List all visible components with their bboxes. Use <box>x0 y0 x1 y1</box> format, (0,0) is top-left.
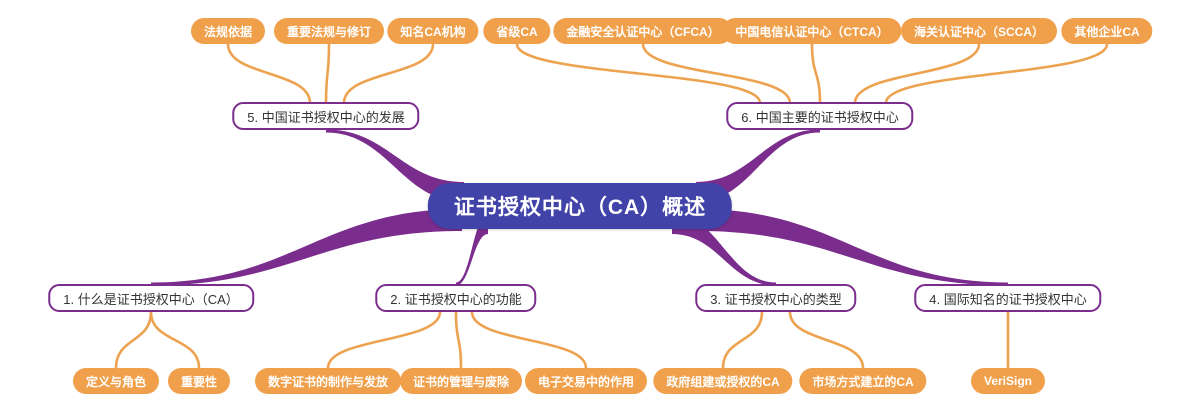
leaf-node-zhiming-ca[interactable]: 知名CA机构 <box>387 18 479 44</box>
root-node-label: 证书授权中心（CA）概述 <box>453 196 707 219</box>
branch-node-2[interactable]: 2. 证书授权中心的功能 <box>375 284 537 312</box>
leaf-label: 其他企业CA <box>1074 24 1140 39</box>
leaf-node-qita-qiye-ca[interactable]: 其他企业CA <box>1061 18 1153 44</box>
leaf-edge-dingyi-yu-juese <box>114 310 153 370</box>
leaf-edge-cfca <box>641 42 792 105</box>
leaf-node-scca[interactable]: 海关认证中心（SCCA） <box>900 18 1058 44</box>
main-edge-to-branch-2 <box>456 214 488 286</box>
branch-node-1-label: 1. 什么是证书授权中心（CA） <box>63 291 239 307</box>
leaf-node-zhongyao-fagui[interactable]: 重要法规与修订 <box>273 18 385 44</box>
leaf-edge-fagui-yiju <box>226 42 312 105</box>
leaf-edge-dianzi-jiaoyi <box>470 310 588 370</box>
root-node[interactable]: 证书授权中心（CA）概述 <box>427 183 733 229</box>
leaf-edge-zhongyaoxing <box>149 310 201 370</box>
leaf-node-fagui-yiju[interactable]: 法规依据 <box>190 18 266 44</box>
leaf-edge-shichang-ca <box>788 310 865 370</box>
leaf-label: 数字证书的制作与发放 <box>267 374 389 389</box>
leaf-node-ctca[interactable]: 中国电信认证中心（CTCA） <box>722 18 902 44</box>
leaf-node-zhengfu-ca[interactable]: 政府组建或授权的CA <box>653 368 793 394</box>
leaf-edge-guanli-yu-feichu <box>454 310 463 370</box>
branch-node-4-label: 4. 国际知名的证书授权中心 <box>929 291 1087 307</box>
leaf-label: 电子交易中的作用 <box>537 374 635 389</box>
leaf-label: 政府组建或授权的CA <box>666 374 780 389</box>
branch-node-3[interactable]: 3. 证书授权中心的类型 <box>695 284 857 312</box>
main-edge-to-branch-5 <box>326 129 464 202</box>
leaf-label: 定义与角色 <box>85 374 147 389</box>
leaf-edge-zhiming-ca <box>342 42 435 105</box>
branch-node-5-label: 5. 中国证书授权中心的发展 <box>247 109 405 125</box>
main-edge-to-branch-4 <box>698 209 1008 286</box>
leaf-node-cfca[interactable]: 金融安全认证中心（CFCA） <box>553 18 733 44</box>
leaf-node-shichang-ca[interactable]: 市场方式建立的CA <box>799 368 927 394</box>
main-edge-to-branch-3 <box>672 214 776 286</box>
main-edge-to-branch-6 <box>696 129 820 202</box>
leaf-node-shengji-ca[interactable]: 省级CA <box>483 18 551 44</box>
branch-node-2-label: 2. 证书授权中心的功能 <box>390 291 522 307</box>
leaf-node-guanli-yu-feichu[interactable]: 证书的管理与废除 <box>399 368 523 394</box>
leaf-node-dianzi-jiaoyi[interactable]: 电子交易中的作用 <box>524 368 648 394</box>
leaf-label: 省级CA <box>496 24 538 39</box>
leaf-label: 重要法规与修订 <box>286 24 372 39</box>
leaf-label: 中国电信认证中心（CTCA） <box>735 24 889 39</box>
leaf-label: 金融安全认证中心（CFCA） <box>566 24 720 39</box>
leaf-node-dingyi-yu-juese[interactable]: 定义与角色 <box>72 368 160 394</box>
branch-node-6-label: 6. 中国主要的证书授权中心 <box>741 109 899 125</box>
leaf-edge-qita-qiye-ca <box>884 42 1109 105</box>
leaf-edge-zhongyao-fagui <box>324 42 331 105</box>
leaf-label: 法规依据 <box>203 24 253 39</box>
leaf-node-zhongyaoxing[interactable]: 重要性 <box>167 368 231 394</box>
leaf-edge-shengji-ca <box>515 42 762 105</box>
branch-node-6[interactable]: 6. 中国主要的证书授权中心 <box>726 102 914 130</box>
leaf-edge-ctca <box>810 42 822 105</box>
branch-node-4[interactable]: 4. 国际知名的证书授权中心 <box>914 284 1102 312</box>
branch-node-3-label: 3. 证书授权中心的类型 <box>710 291 842 307</box>
branch-node-5[interactable]: 5. 中国证书授权中心的发展 <box>232 102 420 130</box>
leaf-label: 重要性 <box>180 374 218 389</box>
leaf-edge-zhengfu-ca <box>721 310 764 370</box>
leaf-edge-scca <box>853 42 981 105</box>
leaf-edge-zhizuo-yu-fafang <box>326 310 442 370</box>
leaf-label: 知名CA机构 <box>400 24 466 39</box>
leaf-node-zhizuo-yu-fafang[interactable]: 数字证书的制作与发放 <box>254 368 402 394</box>
leaf-label: 海关认证中心（SCCA） <box>913 24 1045 39</box>
branch-node-1[interactable]: 1. 什么是证书授权中心（CA） <box>48 284 254 312</box>
leaf-label: VeriSign <box>983 374 1033 388</box>
leaf-label: 证书的管理与废除 <box>412 374 510 389</box>
main-edge-to-branch-1 <box>151 209 462 286</box>
leaf-label: 市场方式建立的CA <box>812 374 914 389</box>
leaf-node-verisign[interactable]: VeriSign <box>970 368 1046 394</box>
